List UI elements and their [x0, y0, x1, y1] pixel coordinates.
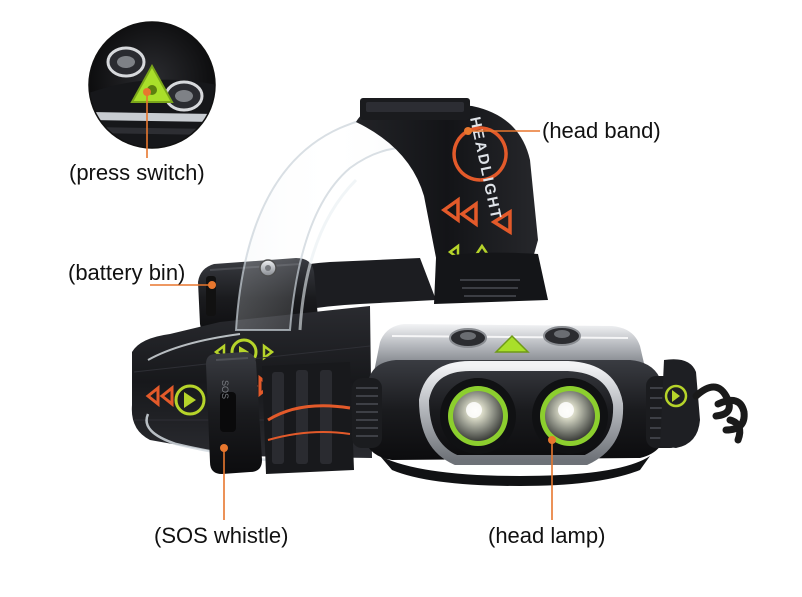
right-strap-end — [660, 359, 748, 448]
sos-whistle: SOS — [206, 352, 262, 474]
leader-dot-press-switch — [143, 88, 151, 96]
label-press-switch: (press switch) — [69, 160, 205, 185]
strap-adjuster — [262, 362, 354, 474]
right-lens — [532, 378, 608, 454]
label-battery-bin: (battery bin) — [68, 260, 186, 285]
leader-dot-head-lamp — [548, 436, 556, 444]
leader-dot-head-band — [464, 127, 472, 135]
label-head-band: (head band) — [542, 118, 661, 143]
leader-dot-sos-whistle — [220, 444, 228, 452]
coiled-cord — [692, 383, 748, 444]
leader-dot-battery-bin — [208, 281, 216, 289]
label-head-lamp: (head lamp) — [488, 523, 606, 548]
leader-lines — [143, 88, 556, 520]
head-lamp-body — [352, 324, 680, 486]
top-head-band: HEADLIGHT — [356, 98, 548, 304]
press-switch-inset — [88, 21, 216, 149]
headlamp-illustration: HEADLIGHT SOS — [131, 98, 748, 486]
label-sos-whistle: (SOS whistle) — [154, 523, 289, 548]
left-lens — [440, 378, 516, 454]
svg-text:SOS: SOS — [220, 380, 230, 399]
